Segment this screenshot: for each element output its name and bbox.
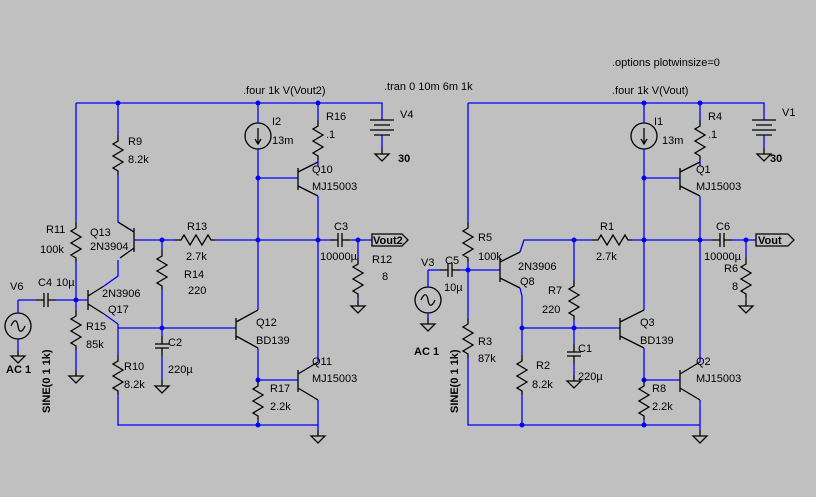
Q1-model: MJ15003 [696, 181, 741, 193]
R10-value: 8.2k [124, 379, 145, 391]
left-circuit [4, 100, 409, 444]
C6-name: C6 [716, 221, 730, 233]
R3-name: R3 [478, 336, 492, 348]
R11-name: R11 [46, 224, 65, 236]
R2-name: R2 [536, 360, 550, 372]
R12-value: 8 [382, 271, 388, 283]
Q13-model: 2N3904 [90, 241, 129, 253]
R5-value: 100k [478, 251, 502, 263]
Q12-model: BD139 [256, 335, 290, 347]
R6-value: 8 [732, 281, 738, 293]
R13-name: R13 [187, 221, 207, 233]
R15-value: 85k [86, 339, 104, 351]
R16-value: .1 [326, 129, 335, 141]
V4-name: V4 [400, 109, 413, 121]
battery-icon [751, 119, 777, 136]
R1-value: 2.7k [596, 251, 617, 263]
C4-value: 10µ [56, 277, 75, 289]
V3-ac: AC 1 [414, 346, 439, 358]
sine-source-icon [4, 312, 32, 340]
C2-value: 220µ [168, 364, 193, 376]
Q3-name: Q3 [640, 317, 655, 329]
V1-value: 30 [770, 153, 782, 165]
I2-value: 13m [272, 135, 293, 147]
R8-value: 2.2k [652, 401, 673, 413]
Q3-model: BD139 [640, 335, 674, 347]
Q12-name: Q12 [256, 317, 277, 329]
options-directive: .options plotwinsize=0 [612, 57, 720, 69]
R7-name: R7 [548, 285, 562, 297]
Q11-name: Q11 [312, 356, 332, 368]
R14-value: 220 [188, 285, 206, 297]
current-source-icon [244, 122, 272, 150]
right-circuit [414, 100, 795, 444]
R17-value: 2.2k [270, 401, 291, 413]
Q11-model: MJ15003 [312, 373, 357, 385]
four-directive-right: .four 1k V(Vout) [612, 85, 688, 97]
I2-name: I2 [272, 116, 281, 128]
Q10-name: Q10 [312, 164, 333, 176]
Q1-name: Q1 [696, 164, 711, 176]
R12-name: R12 [372, 254, 392, 266]
C5-value: 10µ [444, 282, 463, 294]
C3-value: 10000µ [320, 251, 358, 263]
net-vout2: Vout2 [373, 235, 403, 247]
V6-sine: SINE(0 1 1k) [41, 349, 53, 413]
Q2-name: Q2 [696, 356, 711, 368]
tran-directive: .tran 0 10m 6m 1k [384, 81, 473, 93]
R4-value: .1 [708, 129, 717, 141]
sine-source-icon [414, 286, 442, 314]
C4-name: C4 [38, 277, 52, 289]
R6-name: R6 [724, 263, 738, 275]
R14-name: R14 [184, 269, 204, 281]
V3-sine: SINE(0 1 1k) [449, 349, 461, 413]
net-vout: Vout [758, 235, 782, 247]
Q2-model: MJ15003 [696, 373, 741, 385]
R9-name: R9 [128, 136, 142, 148]
R2-value: 8.2k [532, 379, 553, 391]
Q10-model: MJ15003 [312, 181, 357, 193]
R17-name: R17 [270, 383, 290, 395]
R11-value: 100k [40, 244, 64, 256]
V3-name: V3 [421, 257, 434, 269]
C1-value: 220µ [578, 371, 603, 383]
R13-value: 2.7k [186, 251, 207, 263]
I1-name: I1 [654, 116, 663, 128]
R9-value: 8.2k [128, 154, 149, 166]
R3-value: 87k [478, 353, 496, 365]
R8-name: R8 [652, 383, 666, 395]
R15-name: R15 [86, 321, 106, 333]
Q17-name: Q17 [108, 304, 129, 316]
R1-name: R1 [600, 221, 614, 233]
labels: .four 1k V(Vout2) .tran 0 10m 6m 1k .opt… [6, 57, 795, 413]
C6-value: 10000µ [704, 251, 742, 263]
R7-value: 220 [542, 304, 560, 316]
C5-name: C5 [445, 255, 459, 267]
V6-ac: AC 1 [6, 364, 31, 376]
V4-value: 30 [398, 153, 410, 165]
R10-name: R10 [124, 361, 144, 373]
I1-value: 13m [662, 135, 683, 147]
C1-name: C1 [578, 343, 592, 355]
R5-name: R5 [478, 232, 492, 244]
R4-name: R4 [708, 111, 722, 123]
battery-icon [369, 119, 395, 136]
Q17-model: 2N3906 [102, 288, 141, 300]
four-directive-left: .four 1k V(Vout2) [243, 85, 326, 97]
V1-name: V1 [782, 107, 795, 119]
R16-name: R16 [326, 111, 346, 123]
V6-name: V6 [10, 281, 23, 293]
Q13-name: Q13 [90, 227, 111, 239]
Q8-name: Q8 [520, 276, 535, 288]
C2-name: C2 [168, 337, 182, 349]
Q8-model: 2N3906 [518, 261, 557, 273]
C3-name: C3 [334, 221, 348, 233]
